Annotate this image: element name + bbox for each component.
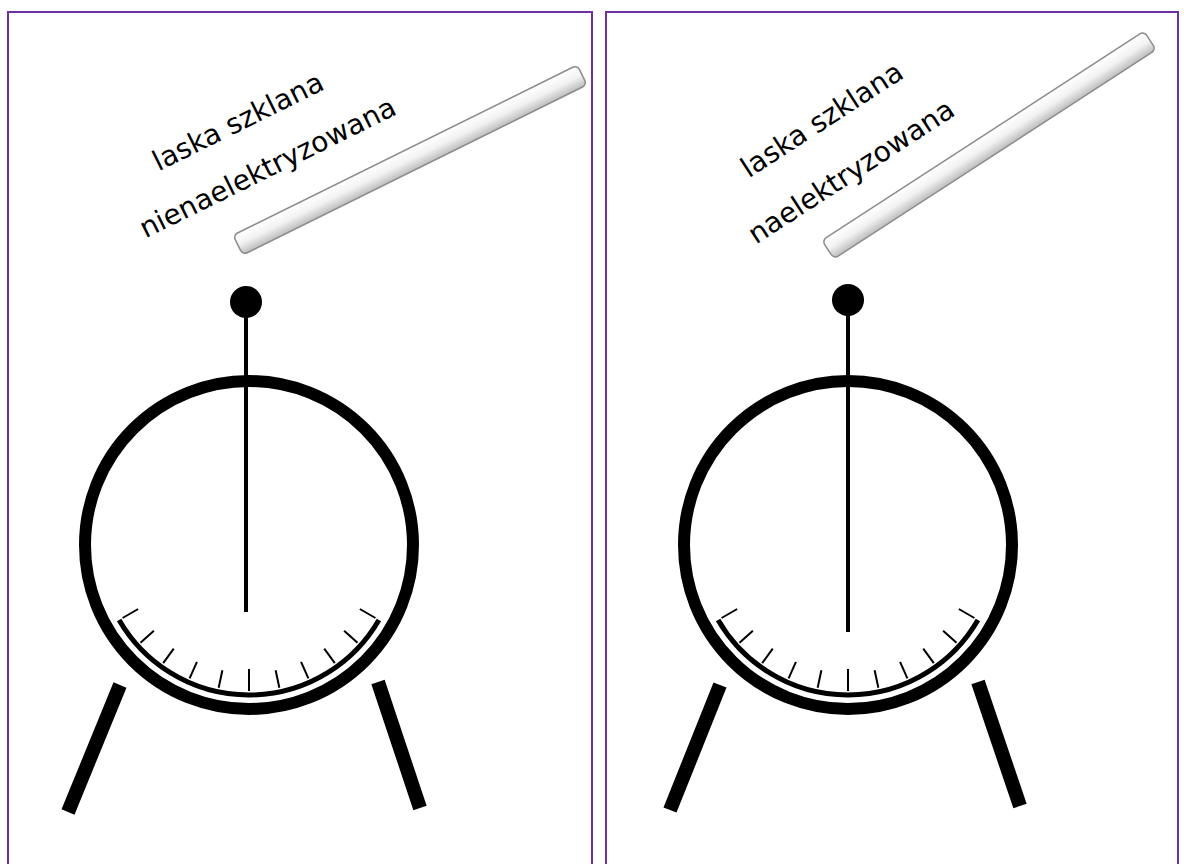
scale-tick bbox=[301, 662, 308, 678]
scale-tick bbox=[923, 649, 934, 664]
scale-tick bbox=[276, 670, 280, 688]
scale-tick bbox=[789, 662, 796, 678]
scale-tick bbox=[943, 631, 956, 643]
scale-tick bbox=[344, 631, 357, 643]
scale-tick bbox=[740, 631, 753, 643]
scale-tick bbox=[219, 670, 223, 688]
scale-tick bbox=[722, 609, 738, 618]
scale-tick bbox=[123, 609, 139, 618]
scale-tick bbox=[847, 669, 849, 691]
scale-tick bbox=[900, 662, 907, 678]
scale-tick bbox=[324, 649, 335, 664]
electroscope bbox=[670, 284, 1020, 810]
scale-tick bbox=[875, 670, 879, 688]
scale-tick bbox=[190, 662, 197, 678]
scale-tick bbox=[141, 631, 154, 643]
scale-tick bbox=[163, 649, 174, 664]
scale-tick bbox=[818, 670, 822, 688]
panel-frame bbox=[606, 12, 1178, 864]
panel-frame bbox=[8, 12, 592, 864]
electroscope bbox=[68, 286, 420, 812]
scale-tick bbox=[959, 609, 975, 618]
scale-tick bbox=[248, 669, 250, 691]
scale-arc bbox=[718, 620, 978, 695]
scale-arc bbox=[119, 620, 379, 695]
scale-tick bbox=[360, 609, 376, 618]
scale-tick bbox=[762, 649, 773, 664]
